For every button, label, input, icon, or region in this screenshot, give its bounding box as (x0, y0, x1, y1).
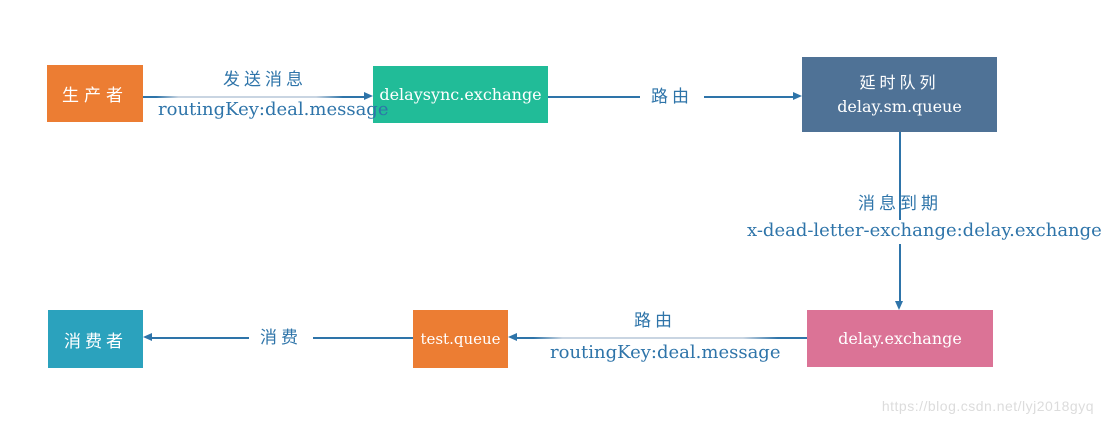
watermark-text: https://blog.csdn.net/lyj2018gyq (881, 398, 1094, 414)
expire-edge-label: 消息到期 (858, 194, 942, 214)
route-top-edge-label: 路由 (640, 86, 704, 108)
expire-edge-dlx-label: x-dead-letter-exchange:delay.exchange (747, 220, 1102, 241)
delay-exchange-node: delay.exchange (807, 310, 993, 367)
expire-arrowhead-icon (895, 301, 903, 310)
producer-node: 生产者 (47, 65, 143, 122)
consumer-node: 消费者 (48, 310, 143, 368)
route-bottom-edge-label: 路由 (634, 311, 676, 331)
delay-queue-title: 延时队列 (859, 72, 940, 92)
send-edge-line (143, 96, 365, 98)
delay-queue-node: 延时队列 delay.sm.queue (802, 57, 997, 132)
route-bottom-routingkey-label: routingKey:deal.message (550, 342, 781, 363)
delaysync-exchange-node: delaysync.exchange (373, 66, 548, 123)
route-bottom-edge-line (516, 337, 807, 339)
send-edge-routingkey-label: routingKey:deal.message (158, 99, 389, 120)
route-bottom-arrowhead-icon (508, 333, 517, 341)
consume-arrowhead-icon (143, 333, 152, 341)
consume-edge-label: 消费 (249, 327, 313, 349)
send-edge-label: 发送消息 (223, 70, 307, 90)
test-queue-node: test.queue (413, 310, 508, 368)
route-top-arrowhead-icon (793, 92, 802, 100)
expire-edge-line-upper (899, 132, 901, 220)
delay-queue-subtitle: delay.sm.queue (837, 96, 962, 116)
send-arrowhead-icon (364, 92, 373, 100)
expire-edge-line-lower (899, 244, 901, 302)
